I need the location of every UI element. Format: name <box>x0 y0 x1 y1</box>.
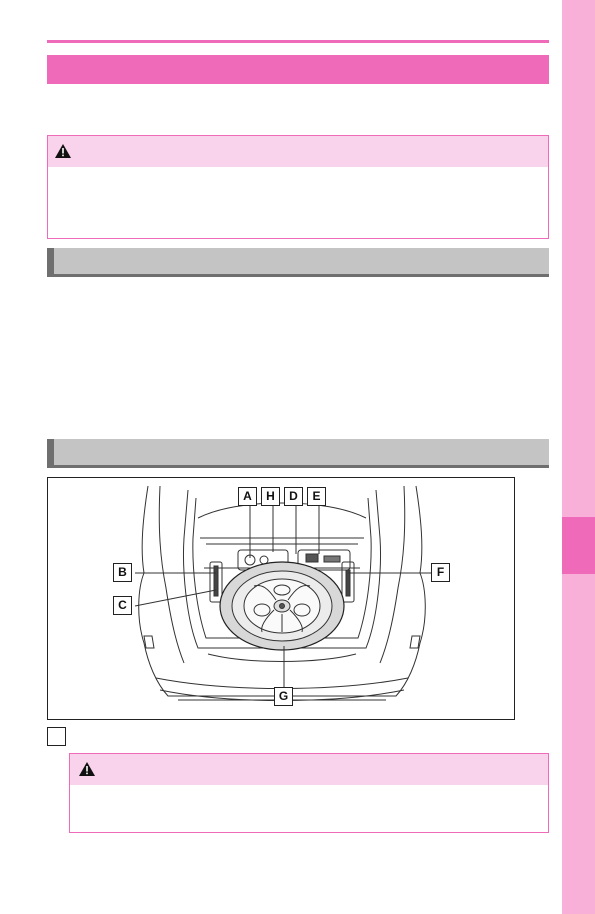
warning-header <box>48 136 548 167</box>
callout-label-d: D <box>284 487 303 506</box>
warning-triangle-icon <box>55 144 71 158</box>
side-chapter-tab <box>562 0 595 914</box>
subsection-heading-bar <box>47 439 549 468</box>
warning-box <box>69 753 549 833</box>
callout-label-g: G <box>274 687 293 706</box>
callout-label-c: C <box>113 596 132 615</box>
section-title-bar <box>47 55 549 84</box>
callout-label-f: F <box>431 563 450 582</box>
header-rule <box>47 40 549 43</box>
note-checkbox-marker <box>47 727 66 746</box>
warning-box <box>47 135 549 239</box>
warning-triangle-icon <box>79 762 95 776</box>
callout-label-a: A <box>238 487 257 506</box>
subsection-heading-accent <box>47 248 54 274</box>
vehicle-cargo-area-drawing <box>134 485 435 701</box>
warning-header <box>70 754 548 785</box>
callout-label-b: B <box>113 563 132 582</box>
subsection-heading-bar <box>47 248 549 277</box>
spare-tire-location-illustration: A H D E B F C G <box>47 477 515 720</box>
callout-label-e: E <box>307 487 326 506</box>
callout-label-h: H <box>261 487 280 506</box>
side-chapter-marker[interactable] <box>562 517 595 574</box>
subsection-heading-accent <box>47 439 54 465</box>
